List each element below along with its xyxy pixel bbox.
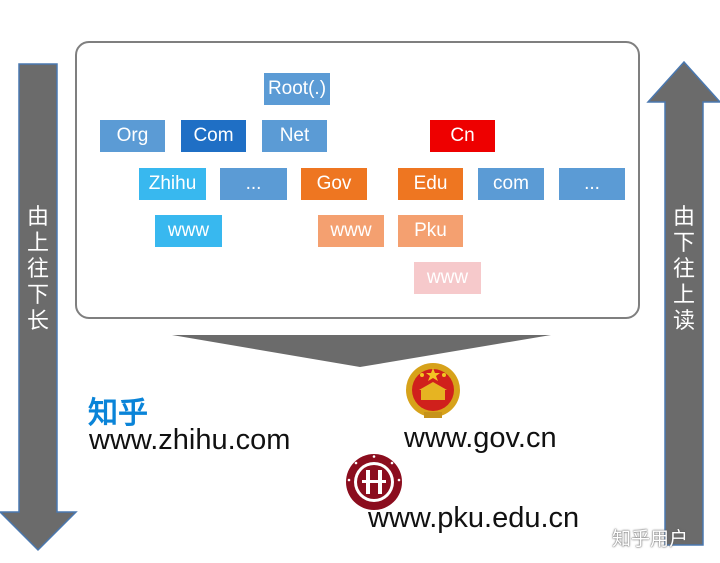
center-down-arrow: [172, 335, 551, 367]
zhihu-logo: 知乎: [88, 396, 148, 431]
vertical-label-char: 往: [26, 257, 49, 282]
vertical-label-char: 往: [672, 257, 695, 282]
node-zhihu: Zhihu: [139, 168, 206, 200]
pku-url: www.pku.edu.cn: [368, 502, 580, 534]
zhihu-url: www.zhihu.com: [89, 424, 291, 456]
gov-url: www.gov.cn: [404, 422, 557, 454]
node-cn: Cn: [430, 120, 495, 152]
vertical-label-char: 下: [672, 231, 695, 256]
node-cn-ellipsis: ...: [559, 168, 625, 200]
node-zhihu-www: www: [155, 215, 222, 247]
vertical-label-char: 上: [26, 231, 49, 256]
right-arrow-shape: [646, 60, 720, 546]
node-root: Root(.): [264, 73, 330, 105]
vertical-label-char: 由: [26, 205, 49, 230]
national-emblem-icon: [406, 363, 460, 418]
pku-emblem-icon: [346, 454, 402, 510]
vertical-label-char: 上: [672, 283, 695, 308]
node-net: Net: [262, 120, 327, 152]
node-gov: Gov: [301, 168, 367, 200]
vertical-label-char: 读: [672, 309, 695, 334]
left-arrow-shape: [0, 63, 78, 552]
vertical-label-char: 长: [26, 309, 49, 334]
node-pku: Pku: [398, 215, 463, 247]
node-cn-com: com: [478, 168, 544, 200]
node-gov-www: www: [318, 215, 384, 247]
node-com-ellipsis: ...: [220, 168, 287, 200]
left-arrow-label: 由上往下长: [25, 205, 51, 335]
vertical-label-char: 由: [672, 205, 695, 230]
node-com: Com: [181, 120, 246, 152]
node-pku-www: www: [414, 262, 481, 294]
node-org: Org: [100, 120, 165, 152]
vertical-label-char: 下: [26, 283, 49, 308]
right-arrow-label: 由下往上读: [671, 205, 697, 335]
node-edu: Edu: [398, 168, 463, 200]
watermark: 知乎用户: [612, 528, 689, 550]
